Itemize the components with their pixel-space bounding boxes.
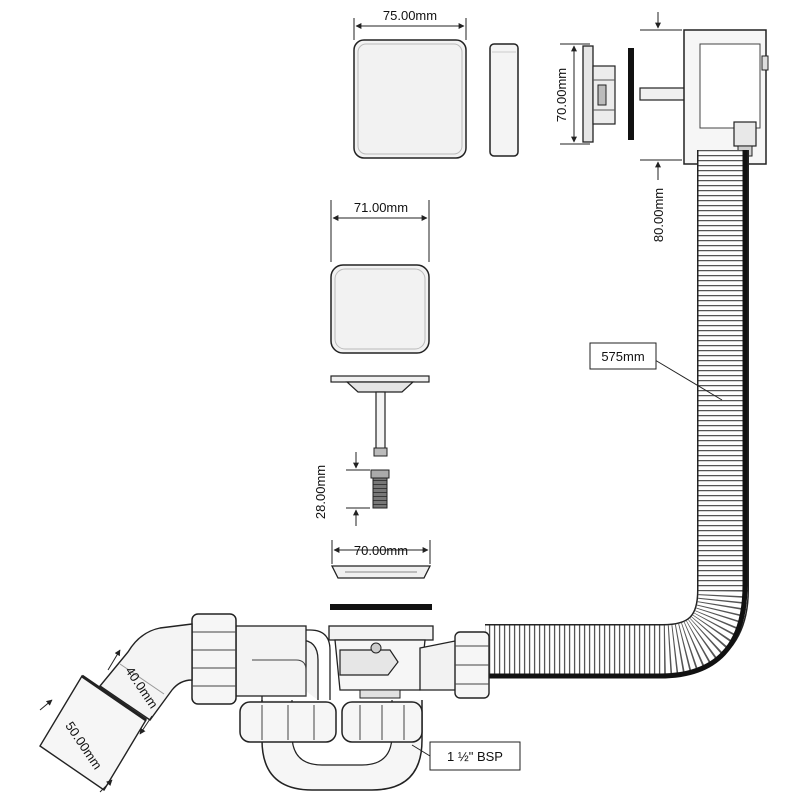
- plug-top: [330, 264, 430, 354]
- control-cable: [470, 150, 748, 679]
- cap-width-dimension: 75.00mm: [353, 8, 467, 40]
- trap-u-bend: [239, 700, 423, 791]
- flange-width-label: 70.00mm: [354, 543, 408, 558]
- overflow-cap-front: [353, 39, 467, 159]
- overflow-cap-side: [489, 43, 519, 157]
- cap-height-label: 70.00mm: [554, 68, 569, 122]
- outlet-elbow: [98, 623, 193, 721]
- outlet-pipe: [39, 674, 147, 791]
- plug-width-dimension: 71.00mm: [330, 200, 430, 262]
- plug-width-label: 71.00mm: [354, 200, 408, 215]
- overflow-hose: [399, 150, 749, 679]
- overflow-assembly: [582, 29, 769, 165]
- thread-length-label: 28.00mm: [313, 465, 328, 519]
- thread-spec-callout: 1 ½" BSP: [411, 741, 521, 771]
- thread-length-dimension: 28.00mm: [313, 452, 370, 526]
- cap-width-label: 75.00mm: [383, 8, 437, 23]
- flange-width-dimension: 70.00mm: [331, 540, 431, 564]
- trap-outlet-pipe: [235, 625, 331, 702]
- overflow-depth-dimension: 80.00mm: [640, 12, 682, 242]
- waste-body: [328, 625, 434, 699]
- outlet-nut: [191, 613, 237, 705]
- hose-length-callout: 575mm: [589, 342, 723, 401]
- hose-length-label: 575mm: [601, 349, 644, 364]
- sealing-washer: [330, 604, 432, 610]
- plug-stem: [330, 375, 430, 457]
- overflow-depth-label: 80.00mm: [651, 188, 666, 242]
- threaded-pin: [370, 469, 390, 509]
- thread-spec-label: 1 ½" BSP: [447, 749, 503, 764]
- cap-height-dimension: 70.00mm: [554, 43, 590, 145]
- overflow-connector: [419, 631, 490, 699]
- waste-flange: [330, 565, 432, 579]
